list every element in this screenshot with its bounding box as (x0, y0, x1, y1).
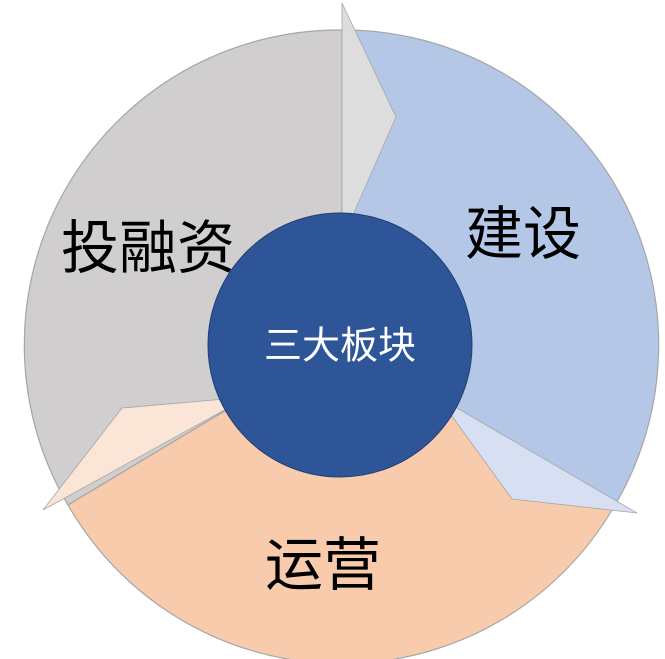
segment-label-operation: 运营 (265, 531, 381, 599)
arrow-operation-to-finance (42, 396, 249, 511)
segment-operation (67, 396, 613, 659)
segment-finance (23, 29, 343, 506)
segment-label-construction: 建设 (465, 200, 581, 268)
arrow-construction-to-operation (437, 396, 638, 514)
center-circle (207, 212, 473, 478)
segment-label-finance: 投融资 (61, 214, 235, 282)
center-label: 三大板块 (264, 324, 416, 368)
arrow-finance-to-construction (341, 2, 397, 241)
segment-construction (341, 29, 660, 511)
